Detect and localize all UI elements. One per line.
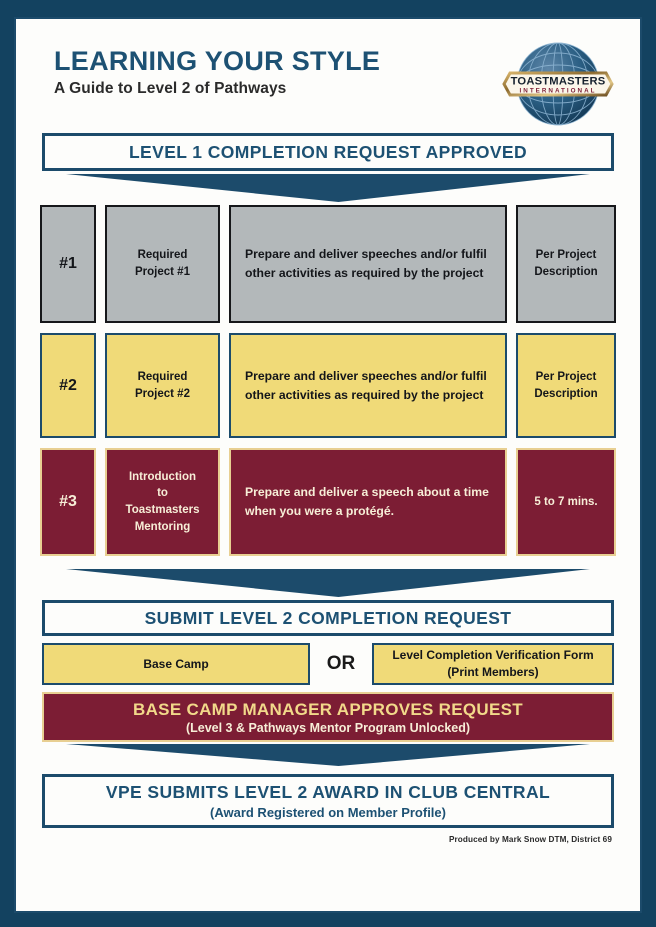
banner-vpe-sublabel: (Award Registered on Member Profile) <box>210 805 446 820</box>
project-number: #3 <box>59 493 77 511</box>
table-row: #2 Required Project #2 Prepare and deliv… <box>40 333 616 438</box>
project-name: Required Project #2 <box>135 370 190 400</box>
banner-submit-label: SUBMIT LEVEL 2 COMPLETION REQUEST <box>144 607 512 628</box>
option-verification-label: Level Completion Verification Form (Prin… <box>392 648 594 679</box>
banner-vpe-submits: VPE SUBMITS LEVEL 2 AWARD IN CLUB CENTRA… <box>42 774 614 828</box>
project-number-cell: #1 <box>40 205 96 323</box>
banner-vpe-label: VPE SUBMITS LEVEL 2 AWARD IN CLUB CENTRA… <box>105 782 551 802</box>
banner-bcm-sublabel: (Level 3 & Pathways Mentor Program Unloc… <box>185 720 471 735</box>
project-description-cell: Prepare and deliver speeches and/or fulf… <box>229 333 507 438</box>
poster-header: LEARNING YOUR STYLE A Guide to Level 2 o… <box>30 37 626 129</box>
project-name-cell: Required Project #1 <box>105 205 220 323</box>
project-time-cell: Per Project Description <box>516 205 616 323</box>
globe-icon: TOASTMASTERS INTERNATIONAL <box>502 42 614 126</box>
arrow-down-3 <box>66 744 590 766</box>
poster-page: LEARNING YOUR STYLE A Guide to Level 2 o… <box>14 17 642 913</box>
toastmasters-logo: TOASTMASTERS INTERNATIONAL <box>500 37 616 137</box>
project-description-cell: Prepare and deliver a speech about a tim… <box>229 448 507 556</box>
banner-submit-level2: SUBMIT LEVEL 2 COMPLETION REQUEST <box>42 600 614 636</box>
option-verification-form[interactable]: Level Completion Verification Form (Prin… <box>372 643 614 685</box>
project-name-cell: Introduction to Toastmasters Mentoring <box>105 448 220 556</box>
project-description: Prepare and deliver a speech about a tim… <box>245 485 489 518</box>
arrow-down-2 <box>66 569 590 597</box>
project-time: Per Project Description <box>534 249 598 278</box>
project-time-cell: Per Project Description <box>516 333 616 438</box>
project-number: #1 <box>59 255 77 273</box>
table-row: #3 Introduction to Toastmasters Mentorin… <box>40 448 616 556</box>
option-base-camp[interactable]: Base Camp <box>42 643 310 685</box>
project-number-cell: #2 <box>40 333 96 438</box>
page-subtitle: A Guide to Level 2 of Pathways <box>54 80 287 98</box>
project-name-cell: Required Project #2 <box>105 333 220 438</box>
project-number: #2 <box>59 376 77 394</box>
banner-level1-label: LEVEL 1 COMPLETION REQUEST APPROVED <box>128 141 528 162</box>
project-description-cell: Prepare and deliver speeches and/or fulf… <box>229 205 507 323</box>
option-base-camp-label: Base Camp <box>143 656 209 671</box>
logo-name-top: TOASTMASTERS <box>511 76 606 88</box>
project-time: Per Project Description <box>534 370 598 400</box>
submission-options-row: Base Camp OR Level Completion Verificati… <box>42 643 614 685</box>
page-title: LEARNING YOUR STYLE <box>54 46 381 76</box>
logo-name-bottom: INTERNATIONAL <box>520 88 597 95</box>
credit-line: Produced by Mark Snow DTM, District 69 <box>448 835 612 844</box>
project-name: Introduction to Toastmasters Mentoring <box>125 470 200 533</box>
project-time-cell: 5 to 7 mins. <box>516 448 616 556</box>
or-separator: OR <box>326 653 356 674</box>
project-name: Required Project #1 <box>135 249 190 278</box>
banner-level1-approved: LEVEL 1 COMPLETION REQUEST APPROVED <box>42 133 614 171</box>
project-time: 5 to 7 mins. <box>534 495 598 508</box>
arrow-down-1 <box>66 174 590 202</box>
project-description: Prepare and deliver speeches and/or fulf… <box>245 368 487 402</box>
project-number-cell: #3 <box>40 448 96 556</box>
table-row: #1 Required Project #1 Prepare and deliv… <box>40 205 616 323</box>
banner-bcm-approves: BASE CAMP MANAGER APPROVES REQUEST (Leve… <box>42 692 614 742</box>
project-matrix: #1 Required Project #1 Prepare and deliv… <box>30 205 626 566</box>
project-description: Prepare and deliver speeches and/or fulf… <box>245 247 487 280</box>
banner-bcm-label: BASE CAMP MANAGER APPROVES REQUEST <box>133 699 523 719</box>
